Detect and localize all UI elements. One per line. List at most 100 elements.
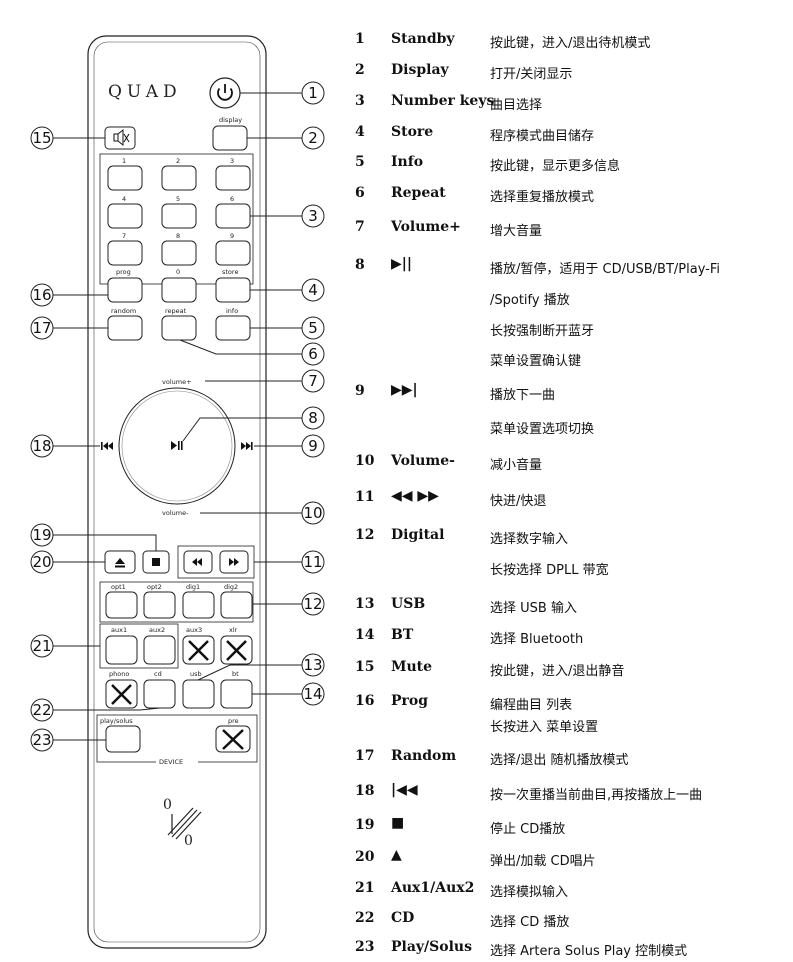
rewind-icon [192, 558, 202, 566]
next-track-button[interactable] [241, 442, 253, 450]
legend-name: CD [391, 910, 415, 926]
svg-text:0: 0 [184, 833, 193, 849]
dig2-button[interactable] [220, 591, 253, 619]
key-4-button[interactable] [107, 203, 143, 229]
quad-emblem: 0 0 [163, 797, 202, 849]
legend-num: 10 [355, 453, 375, 469]
legend-num: 22 [355, 910, 375, 926]
previous-track-button[interactable] [101, 442, 113, 450]
prog-label: prog [116, 268, 131, 276]
prog-button[interactable] [107, 277, 143, 303]
key-9-button[interactable] [215, 240, 251, 266]
key-7-button[interactable] [107, 240, 143, 266]
key-8-label: 8 [176, 232, 180, 240]
power-icon [217, 87, 233, 101]
remote-inner-outline [93, 41, 261, 943]
key-8-button[interactable] [161, 240, 197, 266]
legend-text: 按此键，显示更多信息 [490, 159, 621, 174]
callout-14: 14 [303, 685, 322, 703]
play-solus-button[interactable] [105, 725, 141, 753]
bt-label: bt [232, 670, 239, 678]
callout-7: 7 [308, 372, 318, 390]
legend-num: 21 [355, 880, 375, 896]
callout-18: 18 [32, 437, 51, 455]
legend-num: 1 [355, 31, 365, 47]
opt1-label: opt1 [111, 583, 126, 591]
legend-num: 15 [355, 659, 375, 675]
legend-text: 选择 USB 输入 [490, 601, 577, 616]
callout-1: 1 [308, 84, 318, 102]
legend-name: Display [391, 62, 449, 78]
legend-name: Prog [391, 693, 429, 709]
volume-minus-label: volume- [162, 509, 189, 517]
legend-name: Random [391, 748, 457, 764]
key-2-label: 2 [176, 157, 180, 165]
key-1-button[interactable] [107, 165, 143, 191]
callout-23: 23 [32, 731, 51, 749]
repeat-button[interactable] [161, 315, 197, 341]
previous-track-symbol: |◀◀ [391, 782, 418, 798]
stop-icon [152, 558, 160, 566]
repeat-label: repeat [165, 307, 187, 315]
legend-text-cont: /Spotify 播放 [490, 293, 570, 308]
legend-name: Volume+ [391, 219, 461, 235]
play-pause-button[interactable] [171, 441, 183, 450]
legend-text-cont: 菜单设置选项切换 [490, 422, 595, 437]
number-keys: 1 2 3 4 5 6 7 8 9 [107, 157, 251, 266]
navigation-wheel[interactable] [118, 387, 236, 505]
legend-text: 选择 CD 播放 [490, 915, 570, 930]
legend-text-cont: 菜单设置确认键 [490, 354, 582, 369]
aux1-button[interactable] [105, 635, 138, 665]
dig1-button[interactable] [182, 591, 215, 619]
key-9-label: 9 [230, 232, 234, 240]
legend-text: 播放/暂停，适用于 CD/USB/BT/Play-Fi [490, 262, 721, 277]
callout-15: 15 [32, 129, 51, 147]
legend-text: 选择重复播放模式 [490, 190, 595, 205]
volume-plus-label: volume+ [162, 378, 192, 386]
callout-20: 20 [32, 553, 51, 571]
seek-symbol: ◀◀ ▶▶ [391, 488, 439, 504]
legend-num: 20 [355, 849, 375, 865]
legend-text: 选择模拟输入 [490, 885, 569, 900]
key-0-button[interactable] [161, 277, 197, 303]
legend-num: 13 [355, 596, 375, 612]
key-5-button[interactable] [161, 203, 197, 229]
xlr-label: xlr [229, 626, 238, 634]
display-label: display [219, 116, 242, 124]
callout-9: 9 [308, 437, 318, 455]
legend-text: 减小音量 [490, 458, 543, 473]
previous-track-icon [101, 442, 113, 450]
callout-11: 11 [303, 553, 322, 571]
callout-10: 10 [303, 504, 322, 522]
stop-symbol: ■ [391, 815, 405, 831]
aux2-button[interactable] [143, 635, 176, 665]
legend-text: 按此键，进入/退出待机模式 [490, 36, 651, 51]
next-track-icon [241, 442, 253, 450]
callout-17: 17 [32, 319, 51, 337]
legend-num: 8 [355, 257, 365, 273]
opt2-button[interactable] [143, 591, 176, 619]
key-2-button[interactable] [161, 165, 197, 191]
key-3-button[interactable] [215, 165, 251, 191]
callout-3: 3 [308, 207, 318, 225]
legend-name: Digital [391, 527, 445, 543]
aux1-label: aux1 [111, 626, 127, 634]
legend-text: 按一次重播当前曲目,再按播放上一曲 [490, 788, 703, 803]
legend-text: 选择 Bluetooth [490, 632, 584, 647]
legend-name: BT [391, 627, 414, 643]
opt1-button[interactable] [105, 591, 138, 619]
dig1-label: dig1 [186, 583, 200, 591]
legend-name: Standby [391, 31, 455, 47]
key-0-label: 0 [176, 268, 180, 276]
standby-button[interactable] [209, 77, 241, 109]
opt2-label: opt2 [147, 583, 162, 591]
key-3-label: 3 [230, 157, 234, 165]
play-solus-label: play/solus [100, 717, 133, 725]
key-6-label: 6 [230, 195, 234, 203]
legend-num: 16 [355, 693, 375, 709]
legend-text: 曲目选择 [490, 98, 543, 113]
callouts [30, 81, 325, 752]
digital-group [99, 581, 254, 623]
legend-text: 按此键，进入/退出静音 [490, 664, 625, 679]
